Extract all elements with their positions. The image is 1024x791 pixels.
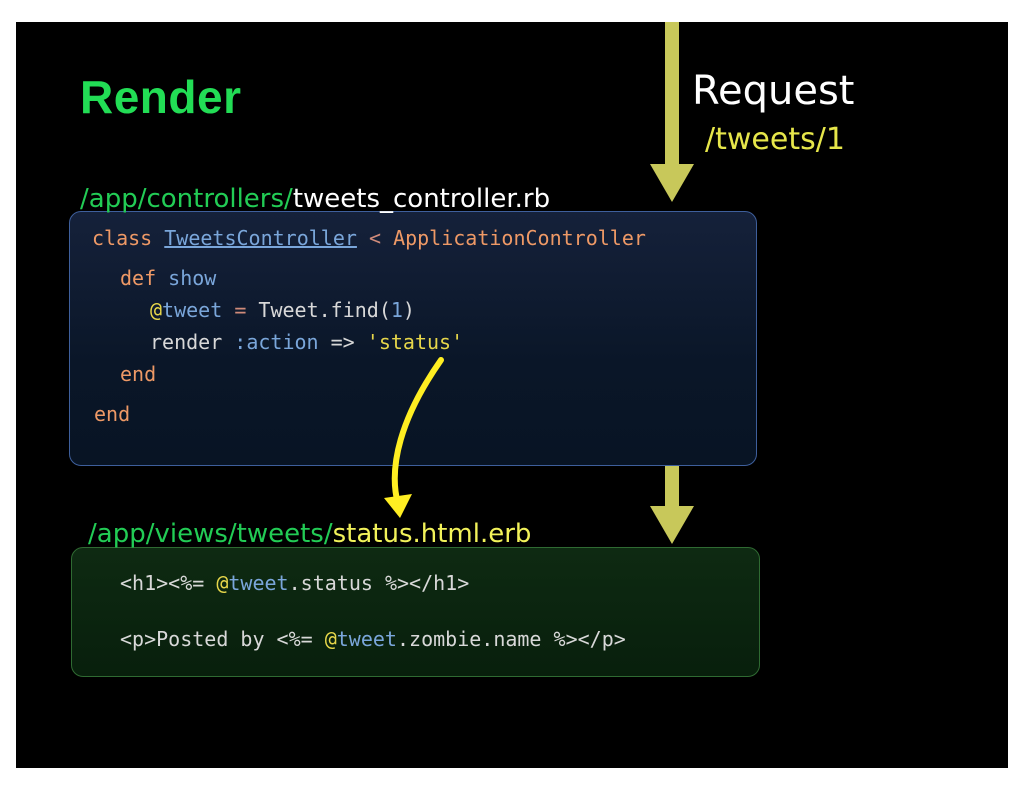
view-code-box: <h1><%= @tweet.status %></h1> <p>Posted … — [71, 547, 760, 677]
code-token: TweetsController — [164, 226, 357, 250]
render-arrow-layer — [384, 357, 444, 518]
code-token: @ — [150, 298, 163, 322]
code-token: .find( — [318, 298, 391, 322]
request-path: /tweets/1 — [705, 122, 845, 157]
code-token: %> — [384, 571, 410, 595]
code-line: def show — [120, 266, 216, 290]
code-token: Tweet — [258, 298, 319, 322]
code-token: show — [168, 266, 217, 290]
code-line: render :action => 'status' — [150, 330, 463, 354]
curved-arrow-icon — [384, 357, 444, 518]
code-token: @ — [216, 571, 229, 595]
code-token: render — [150, 330, 223, 354]
controller-code-box: class TweetsController < ApplicationCont… — [69, 211, 757, 466]
code-token: <%= — [168, 571, 205, 595]
code-token: = — [234, 298, 247, 322]
code-token: .status — [288, 571, 373, 595]
code-token: end — [94, 402, 131, 426]
path-prefix: /app/controllers/ — [80, 184, 293, 214]
code-token: <%= — [276, 627, 313, 651]
code-token: tweet — [228, 571, 289, 595]
code-line: <p>Posted by <%= @tweet.zombie.name %></… — [120, 627, 626, 651]
code-token: tweet — [162, 298, 223, 322]
code-token: 'status' — [366, 330, 464, 354]
slide: Render Request /tweets/1 class TweetsCon… — [16, 22, 1008, 768]
code-token: <p> — [120, 627, 157, 651]
code-token: < — [368, 226, 382, 250]
arrows-layer — [650, 22, 694, 544]
code-line: @tweet = Tweet.find(1) — [150, 298, 415, 322]
code-token: %> — [553, 627, 578, 651]
code-token: class — [92, 226, 153, 250]
code-token: @ — [324, 627, 337, 651]
code-line: end — [120, 362, 156, 386]
code-token: tweet — [336, 627, 397, 651]
code-token: ApplicationController — [393, 226, 646, 250]
path-prefix: /app/views/tweets/ — [88, 519, 333, 549]
code-token: <h1> — [120, 571, 169, 595]
code-token: </h1> — [409, 571, 470, 595]
view-file-path: /app/views/tweets/status.html.erb — [88, 519, 531, 549]
path-file: status.html.erb — [332, 519, 532, 549]
code-token: </p> — [577, 627, 626, 651]
path-file: tweets_controller.rb — [292, 184, 551, 214]
code-line: <h1><%= @tweet.status %></h1> — [120, 571, 469, 595]
code-token: ) — [402, 298, 415, 322]
code-line: class TweetsController < ApplicationCont… — [92, 226, 646, 250]
code-token: :action — [234, 330, 319, 354]
down-arrow-icon — [650, 466, 694, 544]
code-token: .zombie.name — [396, 627, 542, 651]
code-token: => — [330, 330, 355, 354]
code-line: end — [94, 402, 130, 426]
code-token: Posted by — [156, 627, 265, 651]
request-label: Request — [692, 68, 855, 114]
controller-file-path: /app/controllers/tweets_controller.rb — [80, 184, 550, 214]
code-token: def — [120, 266, 157, 290]
page-title: Render — [80, 71, 242, 123]
down-arrow-icon — [650, 22, 694, 202]
code-token: 1 — [390, 298, 403, 322]
code-token: end — [120, 362, 157, 386]
